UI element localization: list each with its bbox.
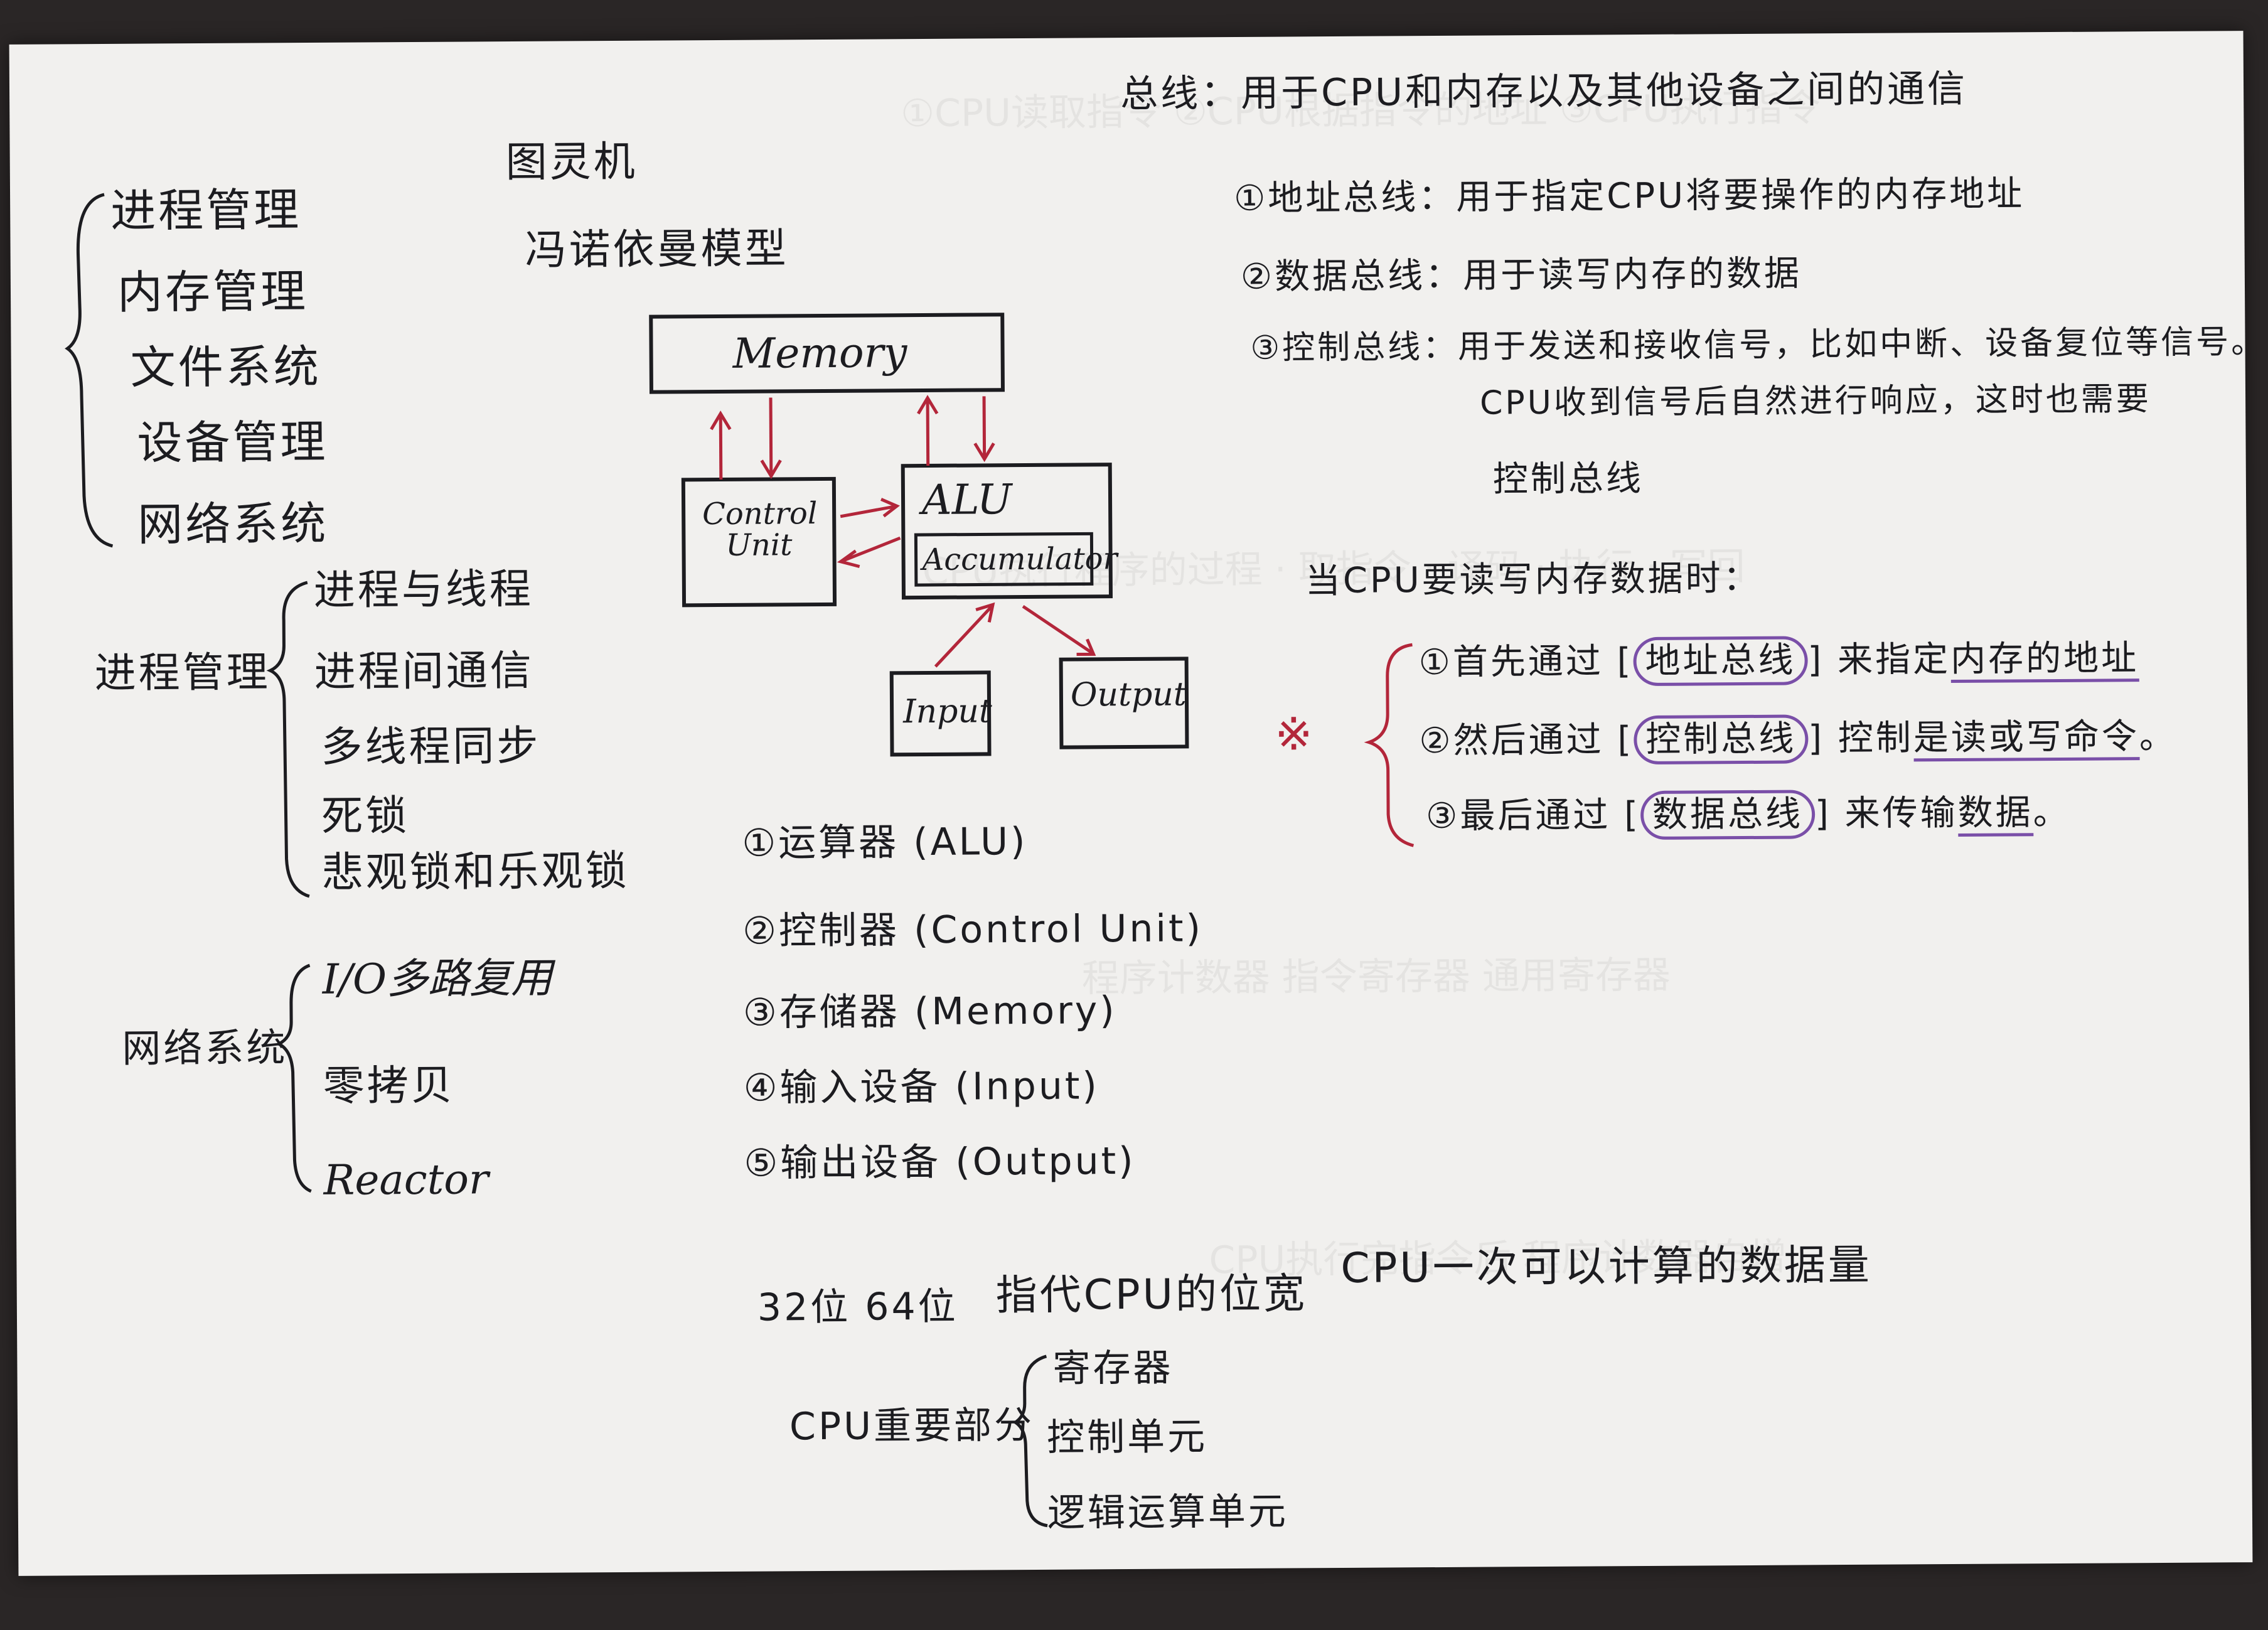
tree-main-item: 设备管理: [137, 415, 328, 469]
alu-box-label: ALU: [921, 475, 1012, 525]
read-write-command-underline: 是读或写命令: [1913, 716, 2140, 762]
component-item: ①运算器 (ALU): [742, 820, 1028, 866]
process-group-item: 进程与线程: [313, 564, 534, 614]
network-group-item: I/O多路复用: [322, 953, 553, 1004]
input-box-label: Input: [902, 692, 993, 731]
bus-item-continued: CPU收到信号后自然进行响应，这时也需要: [1479, 380, 2152, 422]
address-bus-ring: 地址总线: [1633, 636, 1808, 687]
data-bus-ring: 数据总线: [1640, 790, 1816, 840]
important-mark: ※: [1275, 707, 1313, 761]
component-item: ③存储器 (Memory): [742, 989, 1117, 1035]
cpu-parts-label: CPU重要部分: [789, 1403, 1035, 1449]
paper-sheet: ①CPU读取指令 ②CPU根据指令的地址 ③CPU执行指令 CPU执行程序的过程…: [9, 31, 2266, 1576]
memory-address-underline: 内存的地址: [1950, 638, 2139, 684]
read-write-title: 当CPU要读写内存数据时：: [1305, 557, 1761, 602]
read-step-3: ③最后通过 [数据总线] 来传输数据。: [1426, 788, 2071, 841]
bus-title: 总线：用于CPU和内存以及其他设备之间的通信: [1120, 67, 1968, 117]
memory-box-label: Memory: [732, 328, 907, 378]
read-step-1: ①首先通过 [地址总线] 来指定内存的地址: [1418, 634, 2139, 687]
cpu-part-item: 寄存器: [1052, 1346, 1174, 1391]
bit-width-meaning: 指代CPU的位宽: [995, 1269, 1308, 1320]
tree-main-item: 进程管理: [110, 183, 302, 237]
cpu-part-item: 逻辑运算单元: [1047, 1489, 1289, 1535]
bus-item: ②数据总线：用于读写内存的数据: [1240, 253, 1802, 298]
bus-item: ③控制总线：用于发送和接收信号，比如中断、设备复位等信号。: [1250, 323, 2267, 367]
component-item: ⑤输出设备 (Output): [744, 1139, 1136, 1186]
process-group-item: 悲观锁和乐观锁: [321, 846, 629, 897]
component-item: ④输入设备 (Input): [743, 1064, 1100, 1110]
tree-main-item: 网络系统: [137, 496, 329, 551]
bit-width-values: 32位 64位: [757, 1284, 958, 1330]
control-bus-ring: 控制总线: [1634, 714, 1809, 765]
process-group-label: 进程管理: [94, 648, 270, 698]
turing-machine-heading: 图灵机: [505, 137, 638, 187]
cpu-part-item: 控制单元: [1046, 1415, 1208, 1460]
tree-main-item: 文件系统: [130, 340, 321, 394]
tree-main-item: 内存管理: [117, 264, 309, 319]
process-group-item: 多线程同步: [321, 721, 541, 771]
output-box-label: Output: [1070, 675, 1187, 714]
network-group-item: 零拷贝: [323, 1061, 455, 1110]
network-group-item: Reactor: [323, 1155, 489, 1204]
von-neumann-heading: 冯诺依曼模型: [525, 224, 789, 274]
network-group-label: 网络系统: [122, 1024, 288, 1071]
component-item: ②控制器 (Control Unit): [742, 906, 1204, 953]
process-group-item: 死锁: [321, 791, 410, 840]
bit-width-description: CPU一次可以计算的数据量: [1340, 1240, 1872, 1292]
bus-item: ①地址总线：用于指定CPU将要操作的内存地址: [1233, 173, 2025, 219]
bleed-through-text: 程序计数器 指令寄存器 通用寄存器: [1081, 953, 1671, 1001]
accumulator-box-label: Accumulator: [922, 541, 1118, 578]
bus-item-continued: 控制总线: [1492, 458, 1644, 500]
read-step-2: ②然后通过 [控制总线] 控制是读或写命令。: [1419, 712, 2177, 766]
data-underline: 数据: [1957, 792, 2033, 837]
control-unit-box-label: Control Unit: [702, 496, 818, 564]
process-group-item: 进程间通信: [314, 646, 534, 696]
